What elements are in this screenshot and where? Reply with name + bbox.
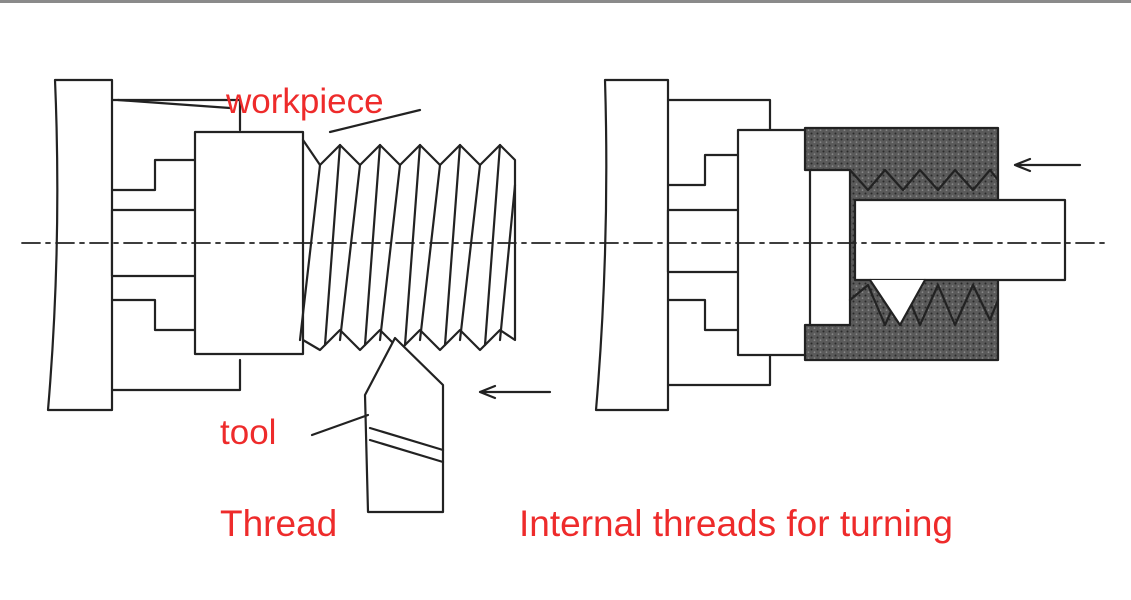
boring-tool-tip xyxy=(868,278,927,327)
internal-thread-setup xyxy=(594,78,1082,412)
external-thread-setup xyxy=(46,78,552,514)
tool-label: tool xyxy=(220,413,277,452)
left-chuck-plate xyxy=(46,78,114,412)
workpiece-leader-line xyxy=(116,98,422,134)
boring-bar xyxy=(853,198,1067,282)
internal-threads-caption: Internal threads for turning xyxy=(519,503,953,544)
left-feed-arrow xyxy=(478,384,552,400)
tool-stripe xyxy=(368,426,445,464)
right-chuck-jaws xyxy=(666,98,772,387)
workpiece-label: workpiece xyxy=(226,82,384,121)
internal-thread-bottom xyxy=(848,283,1000,327)
tool-leader-line xyxy=(310,413,370,437)
top-border xyxy=(0,0,1131,3)
right-chuck-plate xyxy=(594,78,670,412)
external-thread-profile xyxy=(301,138,517,352)
cutting-tool xyxy=(363,336,445,514)
external-thread-helix xyxy=(298,143,517,347)
internal-thread-top xyxy=(848,168,1000,192)
thread-caption: Thread xyxy=(220,503,338,544)
right-feed-arrow xyxy=(1013,157,1082,173)
left-chuck-jaws xyxy=(110,98,242,392)
